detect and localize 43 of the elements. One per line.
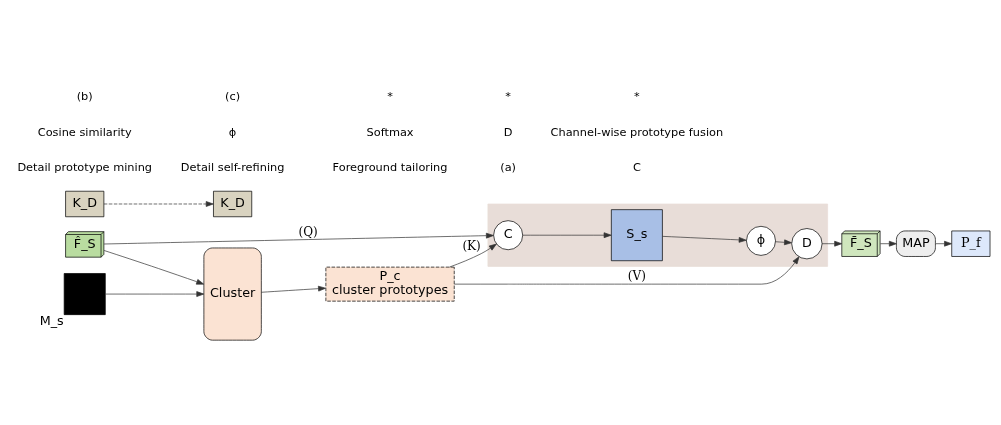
node-box: P_c cluster prototypes: [325, 266, 455, 302]
arrow: [935, 240, 952, 247]
node-circle: D: [791, 228, 823, 260]
label: Foreground tailoring: [332, 160, 448, 175]
node-box: K_D: [213, 190, 253, 218]
edge-label: (V): [627, 269, 646, 284]
arrow: [103, 250, 205, 285]
arrow: [821, 240, 843, 247]
node-box: S_s: [611, 209, 663, 262]
node-box: K_D: [65, 190, 105, 218]
label: C: [632, 160, 641, 175]
label: Detail self-refining: [180, 160, 285, 175]
label: *: [505, 89, 511, 104]
label: Channel-wise prototype fusion: [550, 124, 724, 139]
label: *: [634, 89, 640, 104]
node-box: MAP: [896, 230, 936, 257]
node-box: [63, 273, 106, 315]
arrow: [880, 240, 897, 247]
label: Softmax: [366, 124, 414, 139]
arrow: [454, 256, 800, 285]
arrow: [103, 232, 494, 245]
edge-label: (K): [462, 238, 481, 253]
node-circle: ϕ: [746, 225, 776, 256]
node-box: Cluster: [203, 247, 262, 341]
node-label: M_s: [39, 312, 64, 328]
arrow: [662, 236, 747, 243]
arrow: [522, 232, 612, 239]
arrow: [103, 201, 214, 207]
label: (a): [500, 160, 517, 175]
edge-label: (Q): [298, 224, 318, 239]
label: (b): [76, 89, 93, 104]
label: (c): [225, 89, 241, 104]
label: *: [387, 89, 393, 104]
arrow: [261, 285, 326, 293]
arrow: [775, 239, 792, 246]
label: ϕ: [228, 124, 237, 139]
label: Cosine similarity: [37, 124, 132, 139]
arrow: [105, 291, 205, 297]
node-box: P_f: [951, 230, 991, 257]
label: Detail prototype mining: [17, 160, 153, 175]
arrow: [449, 243, 497, 268]
node-circle: C: [493, 220, 524, 251]
label: D: [503, 124, 513, 139]
